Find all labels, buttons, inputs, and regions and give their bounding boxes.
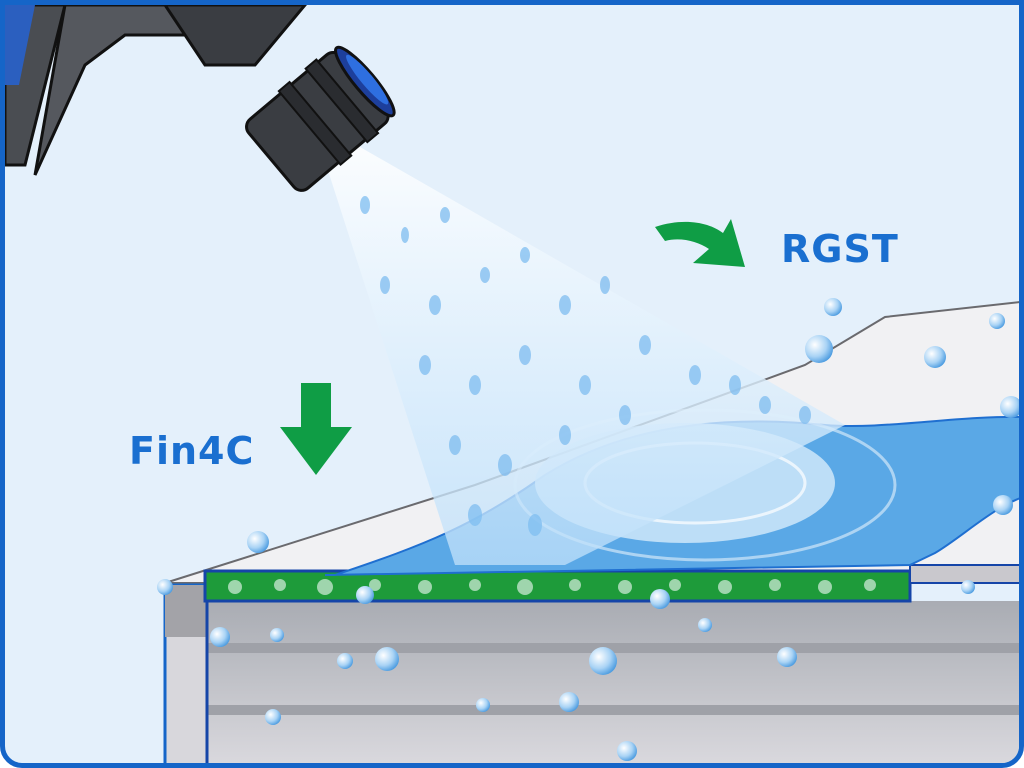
label-fin4c: Fin4C xyxy=(129,429,255,473)
label-rgst: RGST xyxy=(781,227,899,271)
wall xyxy=(163,583,1019,763)
gutter-strip xyxy=(203,564,1019,603)
water-spray xyxy=(323,143,845,565)
water-droplets xyxy=(157,298,1019,761)
down-arrow-icon xyxy=(280,383,352,475)
scene xyxy=(5,5,1019,763)
curved-arrow-icon xyxy=(655,219,745,267)
hose-nozzle xyxy=(5,5,396,192)
